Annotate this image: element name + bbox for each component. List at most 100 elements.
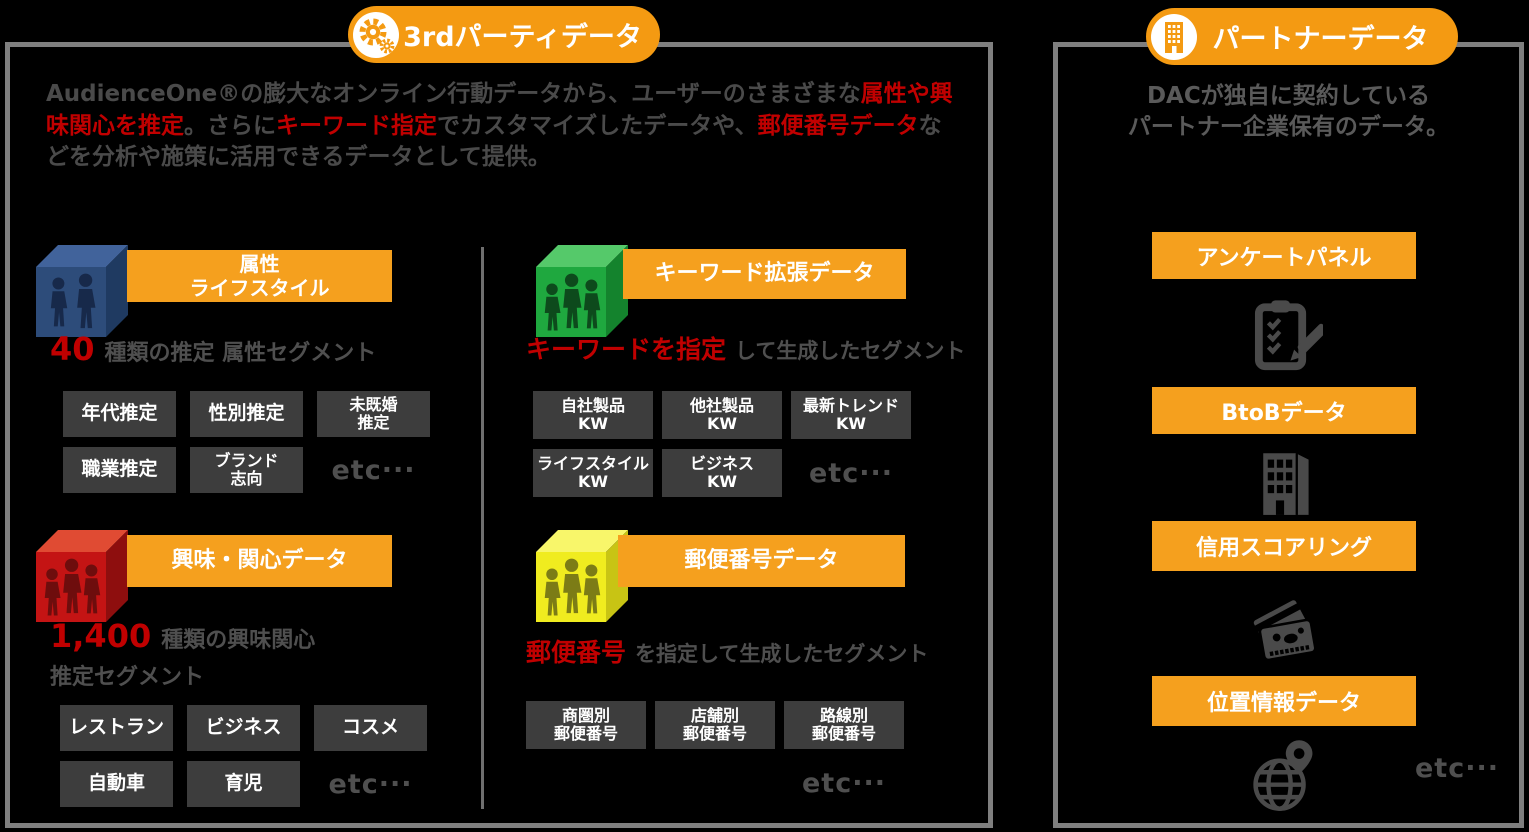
globe-location-icon	[1253, 740, 1313, 811]
segment-label: 他社製品	[689, 396, 754, 416]
desc-seg-red: 郵便番号データ	[757, 112, 919, 139]
attribute-section-header: 属性 ライフスタイル	[127, 250, 392, 302]
keyword-lead-line: キーワードを指定 して生成したセグメント	[526, 330, 965, 366]
attribute-segment-grid: 年代推定 性別推定 未既婚 推定 職業推定 ブランド 志向 etc···	[63, 391, 430, 493]
segment-box: 育児	[187, 761, 300, 807]
segment-label: 最新トレンド	[802, 396, 899, 416]
segment-label: KW	[706, 472, 738, 491]
interest-count: 1,400	[50, 617, 152, 655]
segment-label: 推定	[357, 413, 390, 432]
zipcode-header-label: 郵便番号データ	[684, 547, 839, 573]
segment-box: ブランド 志向	[190, 447, 303, 493]
partner-bar-label: 信用スコアリング	[1195, 536, 1372, 561]
etc-label: etc···	[802, 767, 886, 799]
office-building-icon	[1263, 453, 1309, 515]
segment-label: ブランド	[214, 451, 279, 471]
segment-box: 商圏別 郵便番号	[526, 701, 646, 749]
desc-seg: などを分析や施策に活用できるデータとして提供。	[46, 112, 942, 171]
segment-box: 自動車	[60, 761, 173, 807]
attribute-people-cube-icon	[36, 245, 128, 337]
keyword-header-label: キーワード拡張データ	[654, 260, 875, 286]
segment-label: 未既婚	[349, 395, 398, 415]
desc-seg: 。さらに	[184, 112, 276, 139]
zipcode-section-header: 郵便番号データ	[618, 535, 905, 587]
partner-bar-btob-data: BtoBデータ	[1152, 387, 1416, 434]
etc-label: etc···	[809, 457, 893, 489]
interest-count-suffix: 種類の興味関心	[161, 628, 316, 653]
segment-label: ビジネス	[689, 454, 754, 474]
segment-label: 郵便番号	[811, 724, 876, 743]
partner-bar-location-data: 位置情報データ	[1152, 676, 1416, 726]
segment-box: 職業推定	[63, 447, 176, 493]
badge-circle	[1151, 13, 1197, 60]
desc-seg: でカスタマイズしたデータや、	[437, 112, 758, 139]
interest-section-header: 興味・関心データ	[127, 535, 392, 587]
keyword-section-header: キーワード拡張データ	[623, 249, 906, 299]
interest-segment-grid: レストラン ビジネス コスメ 自動車 育児 etc···	[60, 705, 427, 807]
partner-badge: パートナーデータ	[1146, 8, 1458, 65]
third-party-panel: AudienceOne®の膨大なオンライン行動データから、ユーザーのさまざまな属…	[5, 42, 993, 828]
segment-label: 自社製品	[560, 396, 625, 416]
segment-box: 路線別 郵便番号	[784, 701, 904, 749]
segment-box: 店舗別 郵便番号	[655, 701, 775, 749]
zipcode-lead-gray: を指定して生成したセグメント	[635, 642, 929, 666]
keyword-lead-red: キーワードを指定	[526, 335, 727, 364]
segment-box: コスメ	[314, 705, 427, 751]
segment-label: KW	[706, 414, 738, 433]
segment-label: 自動車	[87, 772, 145, 795]
interest-people-cube-icon	[36, 530, 128, 622]
desc-seg-red: 属性や興味関心を推定	[46, 81, 953, 139]
segment-box: 年代推定	[63, 391, 176, 437]
segment-label: 育児	[224, 772, 263, 795]
segment-label: 性別推定	[208, 402, 285, 425]
zipcode-segment-grid: 商圏別 郵便番号 店舗別 郵便番号 路線別 郵便番号 etc···	[526, 701, 904, 807]
segment-label: 年代推定	[81, 402, 158, 425]
segment-box: 性別推定	[190, 391, 303, 437]
segment-label: コスメ	[341, 716, 399, 739]
partner-badge-label: パートナーデータ	[1212, 24, 1429, 55]
partner-bar-survey-panel: アンケートパネル	[1152, 232, 1416, 279]
segment-label: 商圏別	[561, 706, 610, 726]
partner-description: DACが独自に契約している パートナー企業保有のデータ。	[1058, 81, 1519, 143]
segment-label: 郵便番号	[682, 724, 747, 743]
segment-box: ライフスタイル KW	[533, 449, 653, 497]
segment-box: ビジネス	[187, 705, 300, 751]
keyword-people-cube-icon	[536, 245, 628, 337]
segment-label: 郵便番号	[553, 724, 618, 743]
survey-clipboard-icon	[1254, 300, 1323, 371]
segment-box: 未既婚 推定	[317, 391, 430, 437]
segment-label: KW	[835, 414, 867, 433]
zipcode-lead-red: 郵便番号	[526, 638, 627, 667]
partner-description-line2: パートナー企業保有のデータ。	[1127, 114, 1450, 140]
segment-box: 最新トレンド KW	[791, 391, 911, 439]
partner-description-line1: DACが独自に契約している	[1146, 83, 1431, 109]
third-party-description: AudienceOne®の膨大なオンライン行動データから、ユーザーのさまざまな属…	[46, 79, 960, 174]
segment-label: KW	[577, 414, 609, 433]
desc-seg-red: キーワード指定	[276, 112, 437, 139]
attribute-header-line1: 属性	[239, 252, 280, 276]
badge-circle	[353, 11, 399, 58]
keyword-lead-gray: して生成したセグメント	[735, 339, 966, 363]
segment-label: 路線別	[819, 706, 868, 726]
partner-bar-credit-scoring: 信用スコアリング	[1152, 521, 1416, 571]
segment-label: 志向	[230, 469, 263, 488]
segment-label: レストラン	[68, 716, 164, 739]
etc-label: etc···	[331, 454, 416, 486]
gear-icon	[359, 18, 395, 53]
zipcode-people-cube-icon	[536, 530, 628, 622]
partner-bar-label: 位置情報データ	[1206, 691, 1361, 716]
segment-box: 自社製品 KW	[533, 391, 653, 439]
third-party-badge-label: 3rdパーティデータ	[403, 22, 642, 53]
attribute-count-line: 40 種類の推定 属性セグメント	[50, 330, 376, 368]
attribute-count-suffix: 種類の推定 属性セグメント	[104, 341, 377, 366]
partner-bar-label: アンケートパネル	[1196, 245, 1372, 271]
segment-box: レストラン	[60, 705, 173, 751]
segment-label: 店舗別	[690, 706, 739, 726]
etc-label: etc···	[328, 768, 413, 800]
attribute-header-line2: ライフスタイル	[189, 276, 330, 300]
building-icon	[1165, 21, 1183, 53]
interest-count-line: 1,400 種類の興味関心	[50, 617, 315, 655]
third-party-badge: 3rdパーティデータ	[348, 6, 660, 63]
segment-label: KW	[577, 472, 609, 491]
